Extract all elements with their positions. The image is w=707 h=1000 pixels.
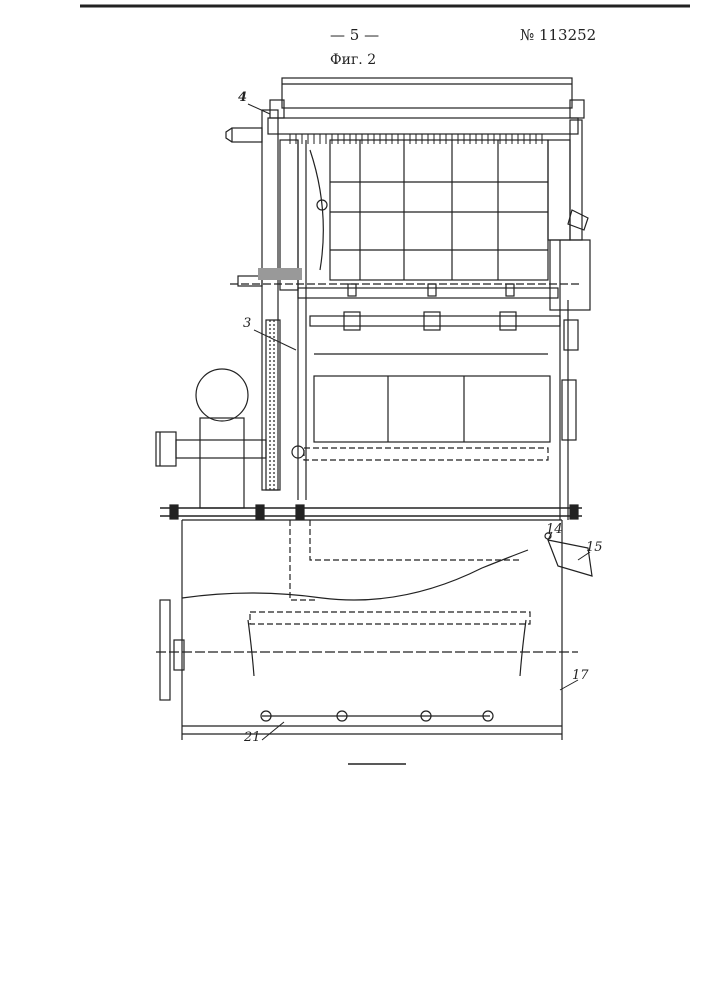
base-plate	[160, 505, 582, 519]
callout-4: 4	[238, 90, 247, 105]
lower-drum	[292, 354, 550, 460]
motor-and-pulley	[156, 369, 266, 508]
callout-15: 15	[586, 540, 603, 555]
page-number: — 5 —	[330, 26, 379, 44]
patent-number: № 113252	[520, 26, 596, 44]
right-frame	[548, 120, 590, 520]
callout-17: 17	[572, 668, 589, 683]
tank	[156, 520, 592, 740]
callout-21: 21	[244, 730, 261, 745]
leader-lines	[248, 104, 590, 740]
upper-drum	[310, 140, 548, 280]
top-roller-assembly	[268, 78, 584, 144]
callout-14: 14	[546, 522, 563, 537]
shaft-with-clamps	[230, 284, 580, 330]
callout-3: 3	[243, 316, 251, 331]
figure-caption: Фиг. 2	[330, 52, 376, 68]
